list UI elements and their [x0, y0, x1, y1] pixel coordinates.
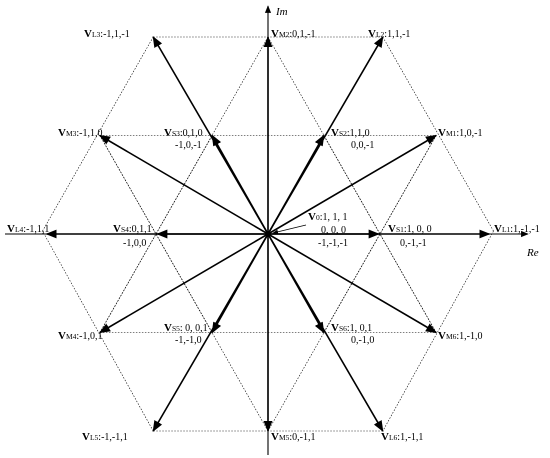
zero-vector-pointer — [272, 224, 307, 234]
vector-alt-state-s3: -1,0,-1 — [175, 140, 202, 151]
grid-diagonal-line — [99, 135, 269, 432]
vector-arrow-m4 — [98, 233, 269, 334]
vector-label-s6: VS6:1, 0,1 — [331, 322, 372, 334]
vectors-group — [45, 35, 491, 433]
vector-alt-state-s2: 0,0,-1 — [351, 140, 374, 151]
vector-arrow-m1 — [267, 134, 438, 235]
zero-vector-label: V0:1, 1, 1 — [308, 211, 347, 223]
vector-arrow-s5 — [211, 233, 269, 334]
labels-group: VL1:1,-1,-1 VL2:1,1,-1 VL3:-1,1,-1VL4:-1,1… — [7, 28, 540, 443]
vector-label-m3: VM3:-1,1,0 — [58, 127, 102, 139]
vector-alt-state-s4: -1,0,0 — [123, 238, 146, 249]
vector-label-m2: VM2:0,1,-1 — [271, 28, 315, 40]
zero-vector-alt-state-2: -1,-1,-1 — [318, 238, 348, 249]
vector-alt-state-s1: 0,-1,-1 — [400, 238, 427, 249]
grid-diagonal-line — [267, 135, 437, 432]
imag-axis-label: Im — [275, 6, 288, 18]
vector-arrow-s2 — [267, 134, 325, 235]
hexagon-edge — [382, 230, 494, 432]
vector-label-m5: VM5:0,-1,1 — [271, 431, 315, 443]
hexagon-edge — [382, 36, 494, 232]
vector-label-l2: VL2:1,1,-1 — [368, 28, 410, 40]
vector-label-l4: VL4:-1,1,1 — [7, 223, 49, 235]
grid-diagonal-line — [99, 36, 269, 333]
hexagon-edge — [42, 230, 154, 432]
vector-label-m4: VM4:-1,0,1 — [58, 330, 102, 342]
vector-label-s3: VS3:0,1,0 — [164, 127, 203, 139]
vector-label-s4: VS4:0,1,1 — [113, 223, 152, 235]
vector-arrow-m3 — [98, 134, 269, 235]
vector-label-l6: VL6:1,-1,1 — [381, 431, 423, 443]
vector-label-l3: VL3:-1,1,-1 — [84, 28, 130, 40]
axes-group: Re Im — [5, 5, 539, 455]
vector-label-m1: VM1:1,0,-1 — [438, 127, 482, 139]
vector-label-s1: VS1:1, 0, 0 — [388, 223, 432, 235]
zero-vector-alt-state-1: 0, 0, 0 — [321, 225, 346, 236]
hexagon-edge — [42, 36, 154, 232]
vector-alt-state-s5: -1,-1,0 — [175, 335, 202, 346]
vector-arrow-s6 — [267, 233, 325, 334]
vector-label-s5: VS5: 0, 0,1 — [164, 322, 208, 334]
real-axis-label: Re — [526, 247, 539, 259]
vector-alt-state-s6: 0,-1,0 — [351, 335, 374, 346]
vector-label-s2: VS2:1,1,0 — [331, 127, 370, 139]
vector-label-l5: VL5:-1,-1,1 — [82, 431, 128, 443]
grid-diagonal-line — [267, 36, 437, 333]
vector-label-l1: VL1:1,-1,-1 — [494, 223, 540, 235]
vector-label-m6: VM6:1,-1,0 — [438, 330, 482, 342]
vector-arrow-s3 — [211, 134, 269, 235]
vector-arrow-m6 — [267, 233, 438, 334]
